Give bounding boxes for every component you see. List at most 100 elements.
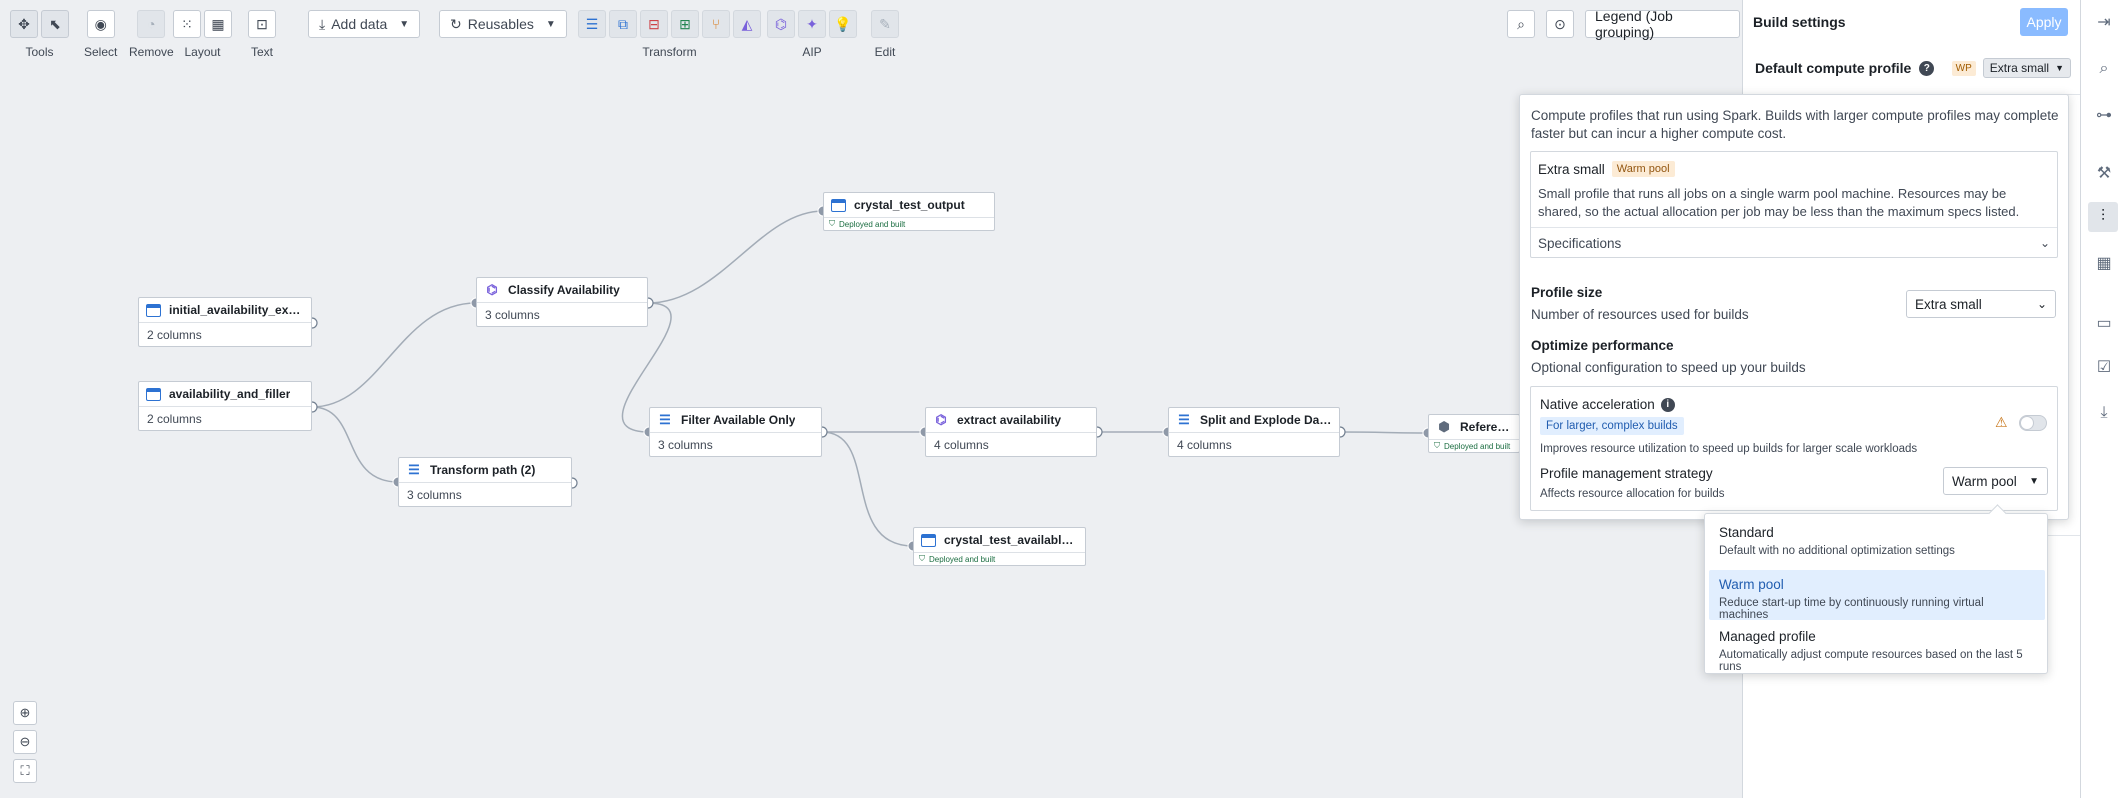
pivot-button[interactable]: ⊞: [671, 10, 699, 38]
select-tool-button[interactable]: ⬉: [41, 10, 69, 38]
table-icon: [146, 387, 161, 401]
transform-node-split-and-explode[interactable]: ☰Split and Explode Dateti... 4 columns: [1168, 407, 1340, 457]
specifications-toggle[interactable]: Specifications ⌄: [1531, 227, 2057, 258]
zoom-out-button[interactable]: ⊖: [13, 730, 37, 754]
output-node-referee[interactable]: ⬢Referee Avai ⛉Deployed and built: [1428, 414, 1520, 453]
profile-card-title: Extra small: [1538, 161, 1605, 177]
move-icon: ✥: [18, 15, 30, 32]
chevron-down-icon: ⌄: [2036, 297, 2047, 311]
tools-label: Tools: [25, 45, 54, 59]
grid-icon: ▦: [211, 15, 225, 32]
node-columns: 4 columns: [934, 437, 989, 452]
zoom-in-button[interactable]: ⊕: [13, 701, 37, 725]
info-icon[interactable]: i: [1660, 397, 1675, 412]
folder-button[interactable]: ▭: [2093, 312, 2115, 334]
transform-icon: ☰: [585, 15, 599, 32]
help-icon[interactable]: ?: [1919, 60, 1935, 76]
chart-button[interactable]: ◭: [733, 10, 761, 38]
split-button[interactable]: ⑂: [702, 10, 730, 38]
auto-layout-button[interactable]: ⁙: [173, 10, 201, 38]
aip-idea-button[interactable]: 💡: [829, 10, 857, 38]
transform-node-filter-available-only[interactable]: ☰Filter Available Only 3 columns: [649, 407, 822, 457]
warm-pool-tag: Warm pool: [1611, 161, 1675, 177]
compute-profile-popover: Compute profiles that run using Spark. B…: [1519, 94, 2069, 520]
add-data-button[interactable]: ⤓ Add data ▼: [308, 10, 421, 38]
sparkle-icon: ✦: [806, 15, 818, 32]
reusables-label: Reusables: [467, 16, 534, 32]
target-icon: ◉: [94, 15, 107, 32]
export-button[interactable]: ⤓: [2093, 402, 2115, 424]
native-acceleration-description: Improves resource utilization to speed u…: [1540, 443, 1918, 455]
join-button[interactable]: ⧉: [609, 10, 637, 38]
transform-group: ☰ ⧉ ⊟ ⊞ ⑂ ◭ Transform: [578, 10, 761, 59]
hammer-icon: ⚒: [2096, 165, 2112, 182]
compute-profile-button[interactable]: Extra small ▼: [1982, 58, 2071, 78]
deploy-status-text: Deployed and built: [1444, 441, 1511, 451]
native-acceleration-toggle[interactable]: [2019, 415, 2047, 431]
transform-node-transform-path[interactable]: ☰Transform path (2) 3 columns: [398, 457, 572, 507]
apply-button[interactable]: Apply: [2020, 8, 2068, 36]
build-button[interactable]: ⚒: [2093, 162, 2115, 184]
node-title: Classify Availability: [508, 283, 620, 297]
transform-icon: ☰: [1178, 412, 1190, 427]
pointer-icon: ⬉: [49, 15, 61, 32]
legend-button[interactable]: Legend (Job grouping): [1585, 8, 1740, 40]
menu-item-warm-pool[interactable]: Warm pool Reduce start-up time by contin…: [1709, 570, 2045, 621]
area-chart-icon: ◭: [741, 15, 753, 32]
remove-label: Remove: [129, 45, 174, 59]
download-icon: ⤓: [319, 15, 326, 32]
optimization-options: Native acceleration i For larger, comple…: [1530, 386, 2058, 511]
remove-button[interactable]: ◔: [137, 10, 166, 38]
search-button[interactable]: ⌕: [2093, 58, 2115, 80]
dataset-node-initial-availability[interactable]: initial_availability_expa... 2 columns: [138, 297, 312, 347]
compute-profile-value: Extra small: [1989, 61, 2050, 75]
aip-logic-icon: ⌬: [774, 15, 788, 32]
profile-card-description: Small profile that runs all jobs on a si…: [1538, 186, 2020, 219]
schedule-button[interactable]: ▦: [2093, 252, 2115, 274]
node-columns: 3 columns: [485, 307, 540, 322]
text-box-icon: ⊡: [256, 15, 268, 32]
profile-management-select[interactable]: Warm pool ▼: [1943, 467, 2048, 495]
output-node-crystal-test-available[interactable]: crystal_test_available_o... ⛉Deployed an…: [913, 527, 1086, 566]
node-title: crystal_test_output: [854, 198, 965, 212]
menu-item-description: Reduce start-up time by continuously run…: [1719, 597, 1984, 621]
node-columns: 3 columns: [658, 437, 713, 452]
dots-layout-icon: ⁙: [181, 15, 193, 32]
select-button[interactable]: ◉: [86, 10, 115, 38]
grid-layout-button[interactable]: ▦: [204, 10, 232, 38]
transform-node-classify-availability[interactable]: ⌬ Classify Availability 3 columns: [476, 277, 648, 327]
dataset-node-availability-and-filler[interactable]: availability_and_filler 2 columns: [138, 381, 312, 431]
edit-button[interactable]: ✎: [871, 10, 899, 38]
reusables-button[interactable]: ↻ Reusables ▼: [439, 10, 567, 38]
node-title: Referee Avai: [1460, 420, 1512, 434]
aip-generate-button[interactable]: ✦: [798, 10, 826, 38]
add-text-button[interactable]: ⊡: [248, 10, 276, 38]
transform-node-extract-availability[interactable]: ⌬extract availability 4 columns: [925, 407, 1097, 457]
properties-button[interactable]: ⊶: [2093, 104, 2115, 126]
node-title: crystal_test_available_o...: [944, 533, 1078, 547]
caret-down-icon: ▼: [399, 18, 410, 30]
exit-button[interactable]: ⇥: [2093, 11, 2115, 33]
output-node-crystal-test-output[interactable]: crystal_test_output ⛉Deployed and built: [823, 192, 995, 231]
pan-tool-button[interactable]: ✥: [10, 10, 38, 38]
transform-button[interactable]: ☰: [578, 10, 606, 38]
deploy-status: ⛉Deployed and built: [824, 218, 994, 230]
menu-item-managed-profile[interactable]: Managed profile Automatically adjust com…: [1709, 622, 2045, 673]
optimize-subtitle: Optional configuration to speed up your …: [1531, 360, 1806, 375]
checks-button[interactable]: ☑: [2093, 356, 2115, 378]
aip-logic-button[interactable]: ⌬: [767, 10, 795, 38]
build-settings-button[interactable]: ⫶: [2088, 202, 2118, 232]
edit-group: ✎ Edit: [871, 10, 899, 59]
native-acceleration-tag: For larger, complex builds: [1540, 417, 1684, 435]
menu-item-standard[interactable]: Standard Default with no additional opti…: [1709, 518, 2045, 568]
preview-button[interactable]: ⊙: [1546, 10, 1574, 38]
aip-logic-icon: ⌬: [486, 282, 498, 297]
node-title: Filter Available Only: [681, 413, 796, 427]
deploy-status: ⛉Deployed and built: [914, 553, 1085, 565]
search-graph-button[interactable]: ⌕: [1507, 10, 1535, 38]
default-compute-profile-row: Default compute profile ? WP Extra small…: [1755, 58, 2071, 78]
fit-view-button[interactable]: ⛶: [13, 759, 37, 783]
filter-button[interactable]: ⊟: [640, 10, 668, 38]
profile-size-select[interactable]: Extra small ⌄: [1906, 290, 2056, 318]
node-title: availability_and_filler: [169, 387, 291, 401]
